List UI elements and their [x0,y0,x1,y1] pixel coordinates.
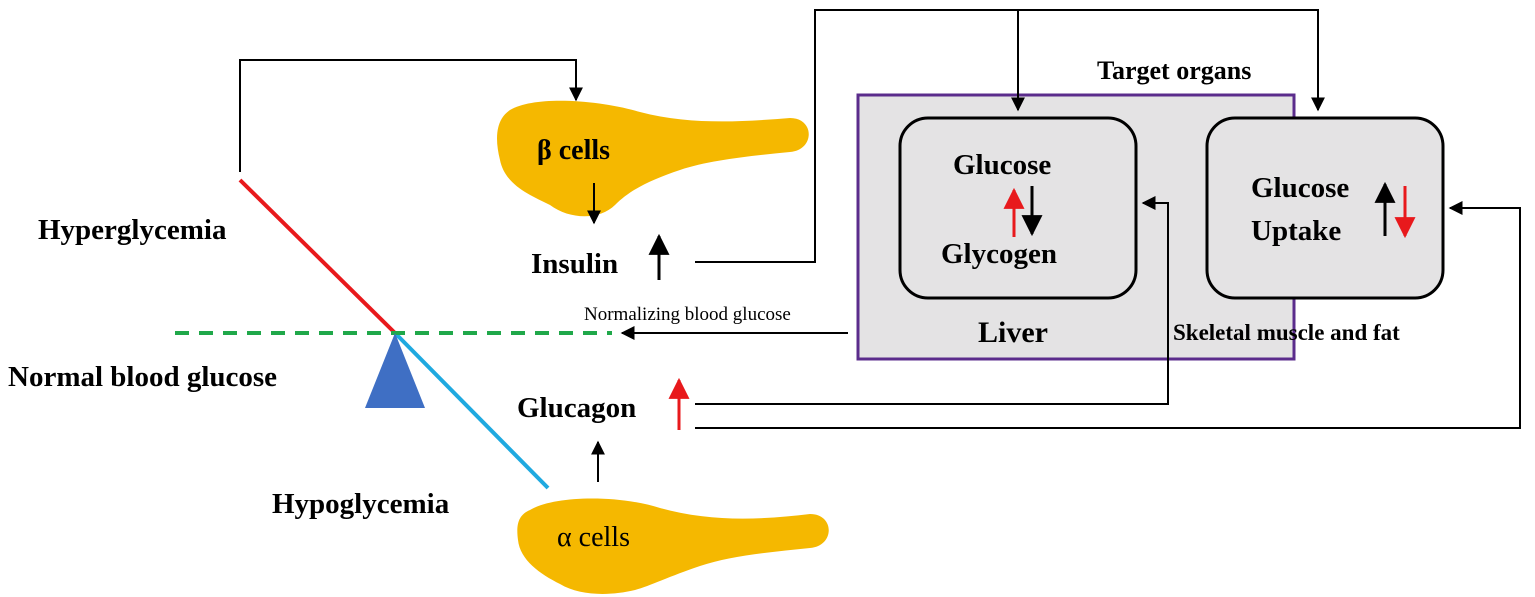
hypoglycemia-line [393,331,550,490]
hyperglycemia-label: Hyperglycemia [38,214,227,246]
insulin-to-muscle-connector [1018,9,1325,112]
liver-label: Liver [978,316,1048,349]
muscle-glucose-label: Glucose [1251,172,1349,204]
fulcrum-triangle-icon [365,333,425,408]
muscle-fat-label: Skeletal muscle and fat [1173,320,1400,345]
beta-cells-pancreas-shape [497,100,809,217]
insulin-to-target-connector [695,9,1025,263]
hypoglycemia-label: Hypoglycemia [272,488,450,520]
normalizing-label: Normalizing blood glucose [584,304,791,325]
target-organs-label: Target organs [1097,56,1251,85]
liver-glycogen-label: Glycogen [941,238,1057,270]
alpha-cells-pancreas-shape [517,498,829,594]
muscle-uptake-label: Uptake [1251,215,1341,247]
alpha-cells-label: α cells [557,522,630,553]
liver-box [898,116,1138,300]
liver-glucose-label: Glucose [953,149,1051,181]
glucagon-to-muscle-connector [695,201,1521,429]
beta-cells-label: β cells [537,135,610,166]
muscle-fat-box [1205,116,1445,300]
hyperglycemia-line [238,178,397,335]
normal-blood-glucose-label: Normal blood glucose [8,361,277,393]
hyper-to-beta-connector [239,59,583,172]
glucagon-label: Glucagon [517,392,636,424]
glucagon-to-liver-connector [695,196,1169,405]
insulin-label: Insulin [531,248,618,280]
